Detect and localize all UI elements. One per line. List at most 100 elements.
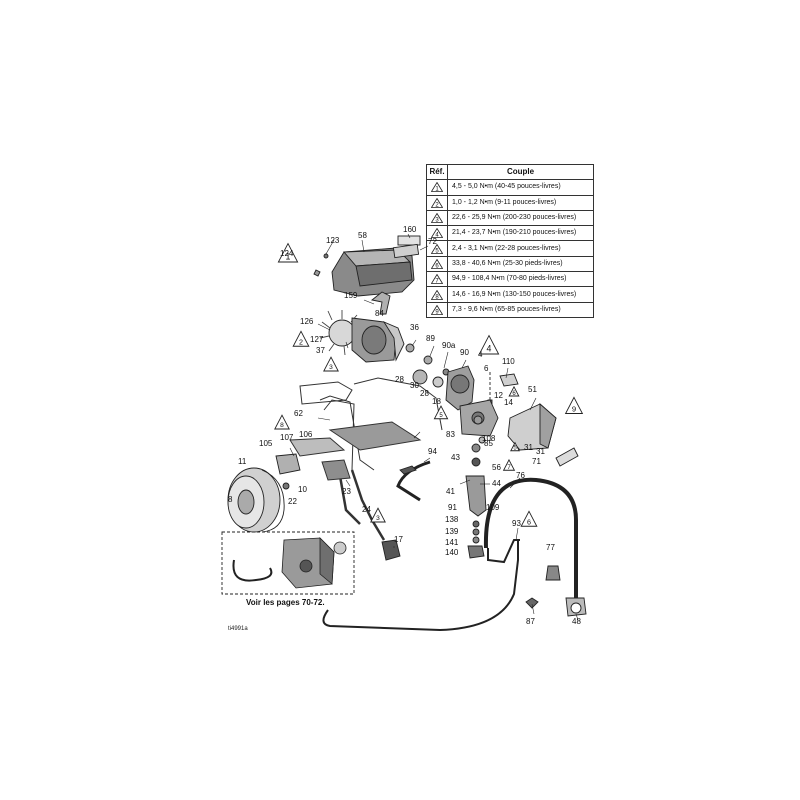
torque-marker-number: 6: [512, 391, 516, 397]
figure-code: ti4991a: [228, 626, 248, 632]
part-callout: 58: [358, 231, 367, 240]
part-callout: 91: [448, 503, 457, 512]
ref-number: 5: [435, 248, 439, 253]
part-callout: 124: [280, 249, 294, 258]
part-callout: 48: [572, 617, 581, 626]
part-callout: 90a: [442, 341, 456, 350]
part-callout: 36: [410, 323, 419, 332]
part-callout: 138: [445, 515, 459, 524]
part-callout: 77: [546, 543, 555, 552]
ref-number: 6: [435, 264, 439, 269]
ref-number: 4: [435, 233, 439, 238]
ref-number: 2: [435, 202, 439, 207]
torque-row: 9 7,3 - 9,6 N•m (65-85 pouces-livres): [426, 301, 594, 318]
torque-marker-number: 8: [280, 422, 284, 429]
torque-marker-number: 3: [376, 515, 380, 522]
part-callout: 109: [486, 503, 500, 512]
torque-value: 7,3 - 9,6 N•m (65-85 pouces-livres): [447, 301, 594, 318]
ref-triangle-icon: 3: [431, 213, 443, 223]
ref-triangle-icon: 7: [431, 274, 443, 284]
part-callout: 126: [300, 317, 314, 326]
part-callout: 62: [294, 409, 303, 418]
pump-cylinder: [465, 415, 487, 559]
torque-ref-cell: 1: [426, 179, 448, 196]
part-callout: 22: [288, 497, 297, 506]
torque-marker-number: 6: [527, 518, 531, 526]
part-callout: 84: [375, 309, 384, 318]
see-pages-caption: Voir les pages 70-72.: [246, 598, 325, 607]
motor-assembly: [319, 310, 405, 363]
ref-triangle-icon: 8: [431, 289, 443, 300]
part-callout: 106: [299, 430, 313, 439]
part-callout: 139: [445, 527, 459, 536]
part-callout: 37: [316, 346, 325, 355]
part-callout: 30: [410, 381, 419, 390]
torque-marker-icon: 5: [433, 405, 449, 420]
part-callout: 160: [403, 225, 417, 234]
bracket-159: [370, 291, 391, 315]
control-board-illustration: [232, 537, 347, 589]
part-callout: 18: [432, 397, 441, 406]
part-callout: 14: [504, 398, 513, 407]
part-callout: 141: [445, 538, 459, 547]
part-callout: 72: [428, 237, 437, 246]
part-callout: 12: [494, 391, 503, 400]
part-callout: 31: [536, 447, 545, 456]
torque-marker-number: 5: [439, 413, 443, 419]
part-callout: 43: [451, 453, 460, 462]
part-callout: 127: [310, 335, 324, 344]
torque-marker-number: 5: [513, 446, 517, 452]
part-callout: 90: [460, 348, 469, 357]
torque-marker-icon: 6: [508, 385, 520, 397]
torque-marker-icon: 1: [277, 242, 299, 263]
torque-marker-icon: 5: [510, 441, 520, 452]
part-callout: 8: [228, 495, 233, 504]
part-callout: 23: [342, 487, 351, 496]
ref-triangle-icon: 9: [431, 304, 443, 315]
part-callout: 94: [428, 447, 437, 456]
ref-triangle-icon: 5: [431, 243, 443, 254]
part-callout: 28: [395, 375, 404, 384]
ref-number: 9: [435, 309, 439, 314]
part-callout: 6: [484, 364, 489, 373]
frame: [289, 377, 443, 541]
part-callout: 51: [528, 385, 537, 394]
torque-marker-icon: 3: [323, 356, 339, 372]
torque-marker-icon: 6: [520, 510, 538, 527]
label-plate: [397, 235, 421, 246]
part-callout: 123: [326, 236, 340, 245]
part-callout: 28: [420, 389, 429, 398]
torque-marker-icon: 3: [370, 507, 386, 523]
torque-marker-number: 3: [329, 364, 333, 371]
torque-marker-icon: 8: [274, 414, 290, 430]
torque-marker-icon: 9: [564, 396, 584, 414]
torque-marker-number: 1: [286, 252, 291, 262]
ref-triangle-icon: 2: [431, 197, 443, 208]
torque-marker-icon: 4: [478, 334, 500, 355]
part-callout: 10: [298, 485, 307, 494]
part-callout: 11: [238, 457, 247, 466]
torque-marker-icon: 7: [502, 458, 516, 471]
torque-marker-number: 2: [299, 338, 303, 346]
ref-triangle-icon: 6: [431, 258, 443, 269]
part-callout: 31: [524, 443, 533, 452]
part-callout: 24: [362, 505, 371, 514]
ref-number: 7: [435, 279, 439, 284]
part-callout: 44: [492, 479, 501, 488]
part-callout: 71: [532, 457, 541, 466]
torque-marker-number: 7: [507, 465, 511, 471]
part-callout: 76: [516, 471, 525, 480]
part-callout: 93: [512, 519, 521, 528]
torque-marker-number: 4: [487, 344, 492, 354]
part-callout: 140: [445, 548, 459, 557]
part-callout: 85: [484, 439, 493, 448]
part-callout: 17: [394, 535, 403, 544]
ref-triangle-icon: 4: [431, 228, 443, 238]
ref-number: 3: [435, 218, 439, 223]
ref-number: 1: [435, 187, 439, 192]
torque-marker-number: 9: [572, 404, 576, 413]
part-callout: 4: [478, 350, 483, 359]
